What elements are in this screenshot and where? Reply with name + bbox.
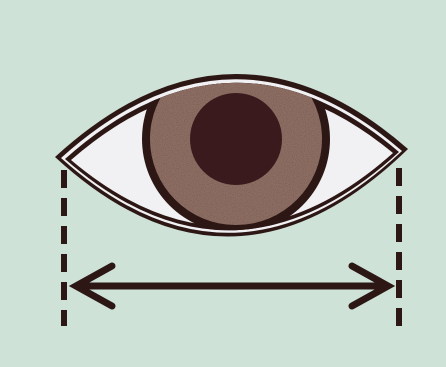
- pupil: [190, 93, 282, 185]
